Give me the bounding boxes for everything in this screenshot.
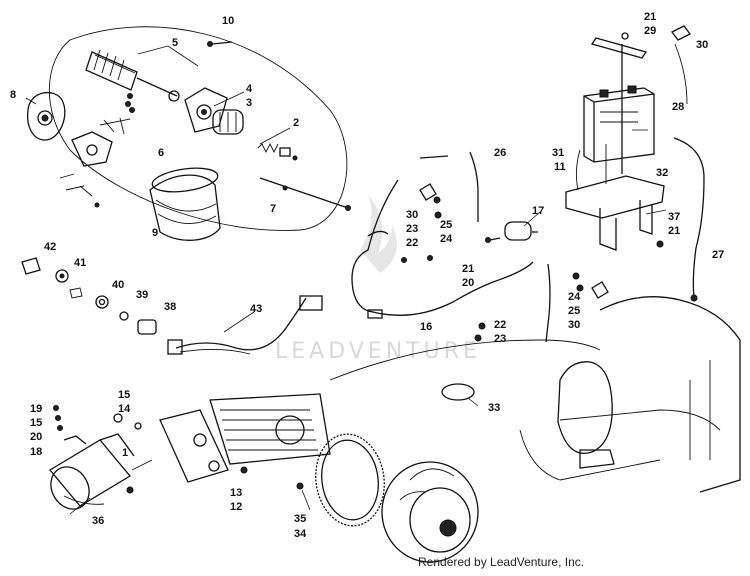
callout-15-right: 15	[118, 389, 130, 401]
callout-34: 34	[294, 528, 307, 540]
callout-22-low: 22	[494, 319, 506, 331]
terminals	[401, 183, 664, 342]
callout-22-mid: 22	[406, 237, 418, 249]
callout-11: 11	[554, 161, 566, 173]
callout-41: 41	[74, 257, 86, 269]
callout-21-right: 21	[668, 225, 680, 237]
callout-19: 19	[30, 403, 42, 415]
callout-39: 39	[136, 289, 148, 301]
callout-8: 8	[10, 89, 16, 101]
battery-tray	[565, 144, 665, 251]
callout-labels: 10 5 4 3 2 8 6 7 9 21 29 30 28 26 31 11 …	[10, 11, 724, 540]
watermark: LEADVENTURE	[275, 195, 481, 364]
solenoid	[485, 221, 538, 243]
callout-14: 14	[118, 403, 131, 415]
callout-32: 32	[656, 167, 668, 179]
harness-16	[351, 179, 534, 316]
callout-23-low: 23	[494, 333, 506, 345]
callout-7: 7	[270, 203, 276, 215]
battery	[583, 85, 655, 163]
callout-21-mid: 21	[462, 263, 474, 275]
callout-18: 18	[30, 446, 42, 458]
callout-10: 10	[222, 15, 234, 27]
end-cap	[26, 91, 66, 141]
callout-20: 20	[462, 277, 474, 289]
callout-9: 9	[152, 227, 158, 239]
callout-25-mid: 25	[440, 219, 452, 231]
engine	[209, 393, 331, 465]
callout-37: 37	[668, 211, 680, 223]
callout-26: 26	[494, 147, 506, 159]
callout-23-mid: 23	[406, 223, 418, 235]
callout-42: 42	[44, 241, 56, 253]
callout-30-top: 30	[696, 39, 708, 51]
callout-31: 31	[552, 147, 564, 159]
callout-30-mid: 30	[406, 209, 418, 221]
callout-29: 29	[644, 25, 656, 37]
callout-43: 43	[250, 303, 262, 315]
starter-group-outline	[48, 26, 348, 231]
spring-nut	[257, 142, 298, 161]
callout-28: 28	[672, 101, 684, 113]
callout-36: 36	[92, 515, 104, 527]
callout-33: 33	[488, 402, 500, 414]
callout-20-left: 20	[30, 431, 42, 443]
field-frame	[149, 167, 221, 241]
chassis	[519, 296, 741, 493]
callout-1: 1	[122, 447, 128, 459]
harness-arc	[329, 339, 601, 381]
starter-hardware	[53, 405, 142, 445]
callout-35: 35	[294, 513, 306, 525]
callout-38: 38	[164, 301, 176, 313]
brush-holder	[59, 93, 135, 208]
cable-27	[673, 137, 705, 299]
fan-housing	[381, 461, 479, 563]
electric-starter	[49, 433, 135, 510]
starter-mount-plate	[159, 409, 248, 483]
callout-13: 13	[230, 487, 242, 499]
callout-3: 3	[246, 97, 252, 109]
callout-40: 40	[112, 279, 124, 291]
drive-end-housing	[184, 87, 228, 133]
armature	[85, 49, 180, 102]
callout-15-left: 15	[30, 417, 42, 429]
callout-4: 4	[246, 83, 253, 95]
leader-lines	[25, 45, 667, 515]
callout-24-mid: 24	[440, 233, 453, 245]
through-bolt	[259, 177, 351, 211]
callout-27: 27	[712, 249, 724, 261]
callout-17: 17	[532, 205, 544, 217]
callout-30-right: 30	[568, 319, 580, 331]
cable-26	[469, 151, 479, 222]
callout-12: 12	[230, 501, 242, 513]
callout-25-right: 25	[568, 305, 580, 317]
snap-ring	[441, 383, 475, 401]
ground-cable	[545, 263, 551, 343]
callout-5: 5	[172, 37, 178, 49]
callout-21-top: 21	[644, 11, 656, 23]
drive-assembly	[212, 109, 244, 135]
render-credit: Rendered by LeadVenture, Inc.	[418, 555, 585, 569]
callout-24-right: 24	[568, 291, 581, 303]
harness-43	[167, 295, 323, 355]
screw	[207, 41, 233, 47]
ring-gear	[296, 433, 385, 527]
watermark-text: LEADVENTURE	[275, 339, 481, 364]
callout-16: 16	[420, 321, 432, 333]
callout-2: 2	[293, 117, 299, 129]
callout-6: 6	[158, 147, 164, 159]
battery-strap	[590, 25, 691, 174]
key-switch-parts	[21, 257, 157, 335]
